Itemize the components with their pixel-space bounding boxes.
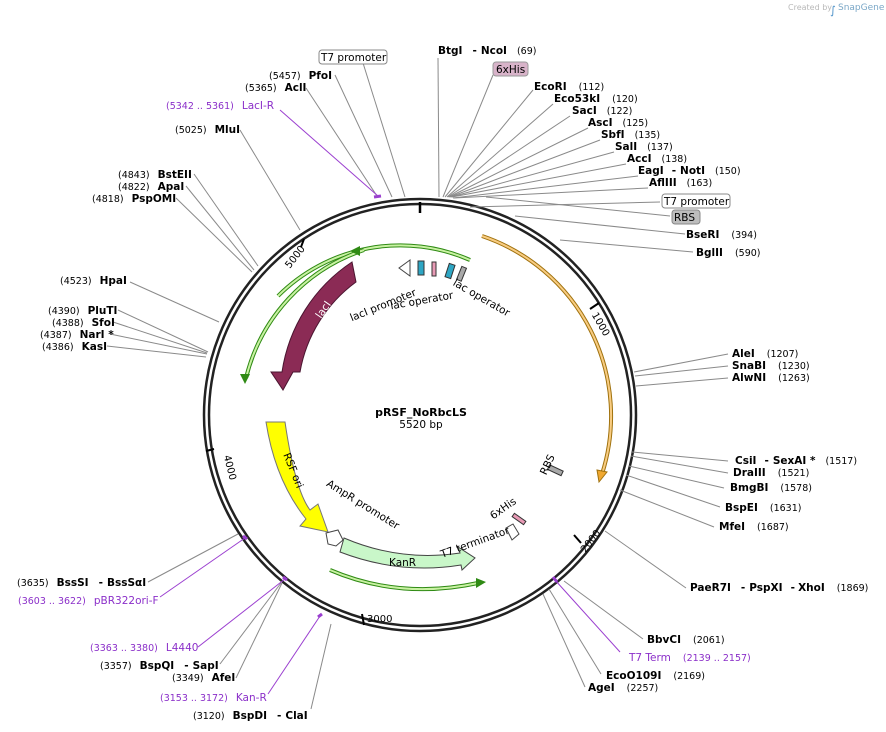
tick-label-5000: 5000 xyxy=(283,244,307,271)
tick-label-2000: 2000 xyxy=(579,528,603,555)
rbs-marker-1 xyxy=(431,261,437,277)
primer-label-l4440: (3363 .. 3380)L4440 xyxy=(90,642,198,654)
site-label-alei: AleI(1207) xyxy=(732,348,798,360)
site-label-paer7i-pspxi-xhoi: PaeR7I-PspXI-XhoI(1869) xyxy=(690,582,868,594)
rbs-marker-2 xyxy=(455,265,468,282)
site-label-sbfi: SbfI(135) xyxy=(601,129,660,141)
tick-label-4000: 4000 xyxy=(221,454,238,481)
snapgene-logo-icon: ∫ xyxy=(830,4,836,17)
t7-promoter-top-box xyxy=(318,49,388,65)
site-label-apai: (4822)ApaI xyxy=(118,181,184,193)
primer-label-laci-r: (5342 .. 5361)LacI-R xyxy=(166,100,274,112)
bottom-arc-arrowhead xyxy=(476,578,486,588)
site-label-bspqi-sapi: (3357)BspQI-SapI xyxy=(100,660,219,672)
site-label-saci: SacI(122) xyxy=(572,105,632,117)
site-label-ecoo109i: EcoO109I(2169) xyxy=(606,670,705,682)
rbs-box xyxy=(671,209,701,225)
site-label-nari: (4387)NarI * xyxy=(40,329,114,341)
site-label-bsssi: (3635)BssSI-BssSαI xyxy=(17,577,146,589)
kanr-feature xyxy=(339,537,476,571)
site-label-bspdi-clai: (3120)BspDI-ClaI xyxy=(193,710,308,722)
site-label-snabi: SnaBI(1230) xyxy=(732,360,810,372)
site-label-sali: SalI(137) xyxy=(615,141,673,153)
site-label-bseri: BseRI(394) xyxy=(686,229,757,241)
site-label-pluti: (4390)PluTI xyxy=(48,305,117,317)
site-label-acli: (5365)AclI xyxy=(245,82,306,94)
site-label-acci: AccI(138) xyxy=(627,153,687,165)
leader-lines xyxy=(106,57,729,710)
site-label-agei: AgeI(2257) xyxy=(588,682,658,694)
site-label-bglii: BglII(590) xyxy=(696,247,760,259)
t7-promoter-top-label: T7 promoter xyxy=(320,52,387,64)
left-arc-arrow-inner xyxy=(245,249,365,379)
his-tag-box xyxy=(492,61,529,77)
primer-label-kan-r: (3153 .. 3172)Kan-R xyxy=(160,692,267,704)
site-label-mlui: (5025)MluI xyxy=(175,124,240,136)
left-arc-arrowhead xyxy=(240,374,250,384)
orf-arrowhead xyxy=(596,469,608,484)
rbs-inner-marker xyxy=(546,464,564,477)
primer-label-pbr322ori-f: (3603 .. 3622)pBR322ori-F xyxy=(18,595,159,607)
ampr-promoter-label: AmpR promoter xyxy=(324,478,402,533)
site-label-bspei: BspEI(1631) xyxy=(725,502,801,514)
backbone-outer-ring xyxy=(202,197,638,633)
site-label-bmgbi: BmgBI(1578) xyxy=(730,482,812,494)
site-label-mfei: MfeI(1687) xyxy=(719,521,789,533)
site-label-ecori: EcoRI(112) xyxy=(534,81,604,93)
t7-terminator-label: T7 terminator xyxy=(438,525,512,562)
laci-feature xyxy=(270,261,357,391)
site-label-sfoi: (4388)SfoI xyxy=(52,317,115,329)
his-tag-box-label: 6xHis xyxy=(496,64,525,76)
primer-label-t7-term: T7 Term(2139 .. 2157) xyxy=(628,652,751,664)
lac-operator-1 xyxy=(417,260,425,276)
lac-arc-arrowhead xyxy=(350,246,360,256)
site-label-draiii: DraIII(1521) xyxy=(733,467,809,479)
tick-label-3000: 3000 xyxy=(367,614,392,625)
kanr-label: KanR xyxy=(389,557,416,569)
rbs-box-label: RBS xyxy=(674,212,695,224)
t7-promoter-right-box xyxy=(661,193,731,209)
site-label-asci: AscI(125) xyxy=(588,117,648,129)
site-label-pfoi: (5457)PfoI xyxy=(269,70,332,82)
site-label-alwni: AlwNI(1263) xyxy=(732,372,810,384)
site-label-eagi-noti: EagI-NotI(150) xyxy=(638,165,741,177)
site-label-eco53ki: Eco53kI(120) xyxy=(554,93,638,105)
lac-operator-label-2: lac operator xyxy=(451,277,513,320)
credit-brand: SnapGene xyxy=(838,3,885,13)
t7-terminator-marker xyxy=(505,523,520,541)
site-label-kasi: (4386)KasI xyxy=(42,341,107,353)
lac-arc-arrow xyxy=(276,243,471,298)
orf-arc-inner xyxy=(481,235,613,475)
laci-promoter-arrow xyxy=(398,259,411,277)
site-label-hpai: (4523)HpaI xyxy=(60,275,127,287)
his-tag-marker xyxy=(511,512,527,526)
t7-promoter-right-label: T7 promoter xyxy=(663,196,730,208)
orf-arc xyxy=(481,234,614,475)
site-label-afliii: AflIII(163) xyxy=(649,177,712,189)
plasmid-name: pRSF_NoRbcLS xyxy=(375,406,467,419)
lac-operator-2 xyxy=(444,262,456,280)
plasmid-length: 5520 bp xyxy=(399,419,443,431)
site-label-csii-sexai: CsiI-SexAI *(1517) xyxy=(735,455,857,467)
bottom-arc-arrow-inner xyxy=(329,569,479,591)
site-label-pspomi: (4818)PspOMI xyxy=(92,193,176,205)
credit-text: Created by xyxy=(788,3,832,12)
site-label-bsteii: (4843)BstEII xyxy=(118,169,192,181)
lac-arc-arrow-inner xyxy=(277,244,471,297)
site-label-bbvci: BbvCI(2061) xyxy=(647,634,725,646)
primer-marks xyxy=(242,194,559,619)
site-label-btgi-ncoi: BtgI-NcoI(69) xyxy=(438,45,536,57)
site-label-afei: (3349)AfeI xyxy=(172,672,235,684)
ampr-promoter-arrow xyxy=(325,529,344,547)
